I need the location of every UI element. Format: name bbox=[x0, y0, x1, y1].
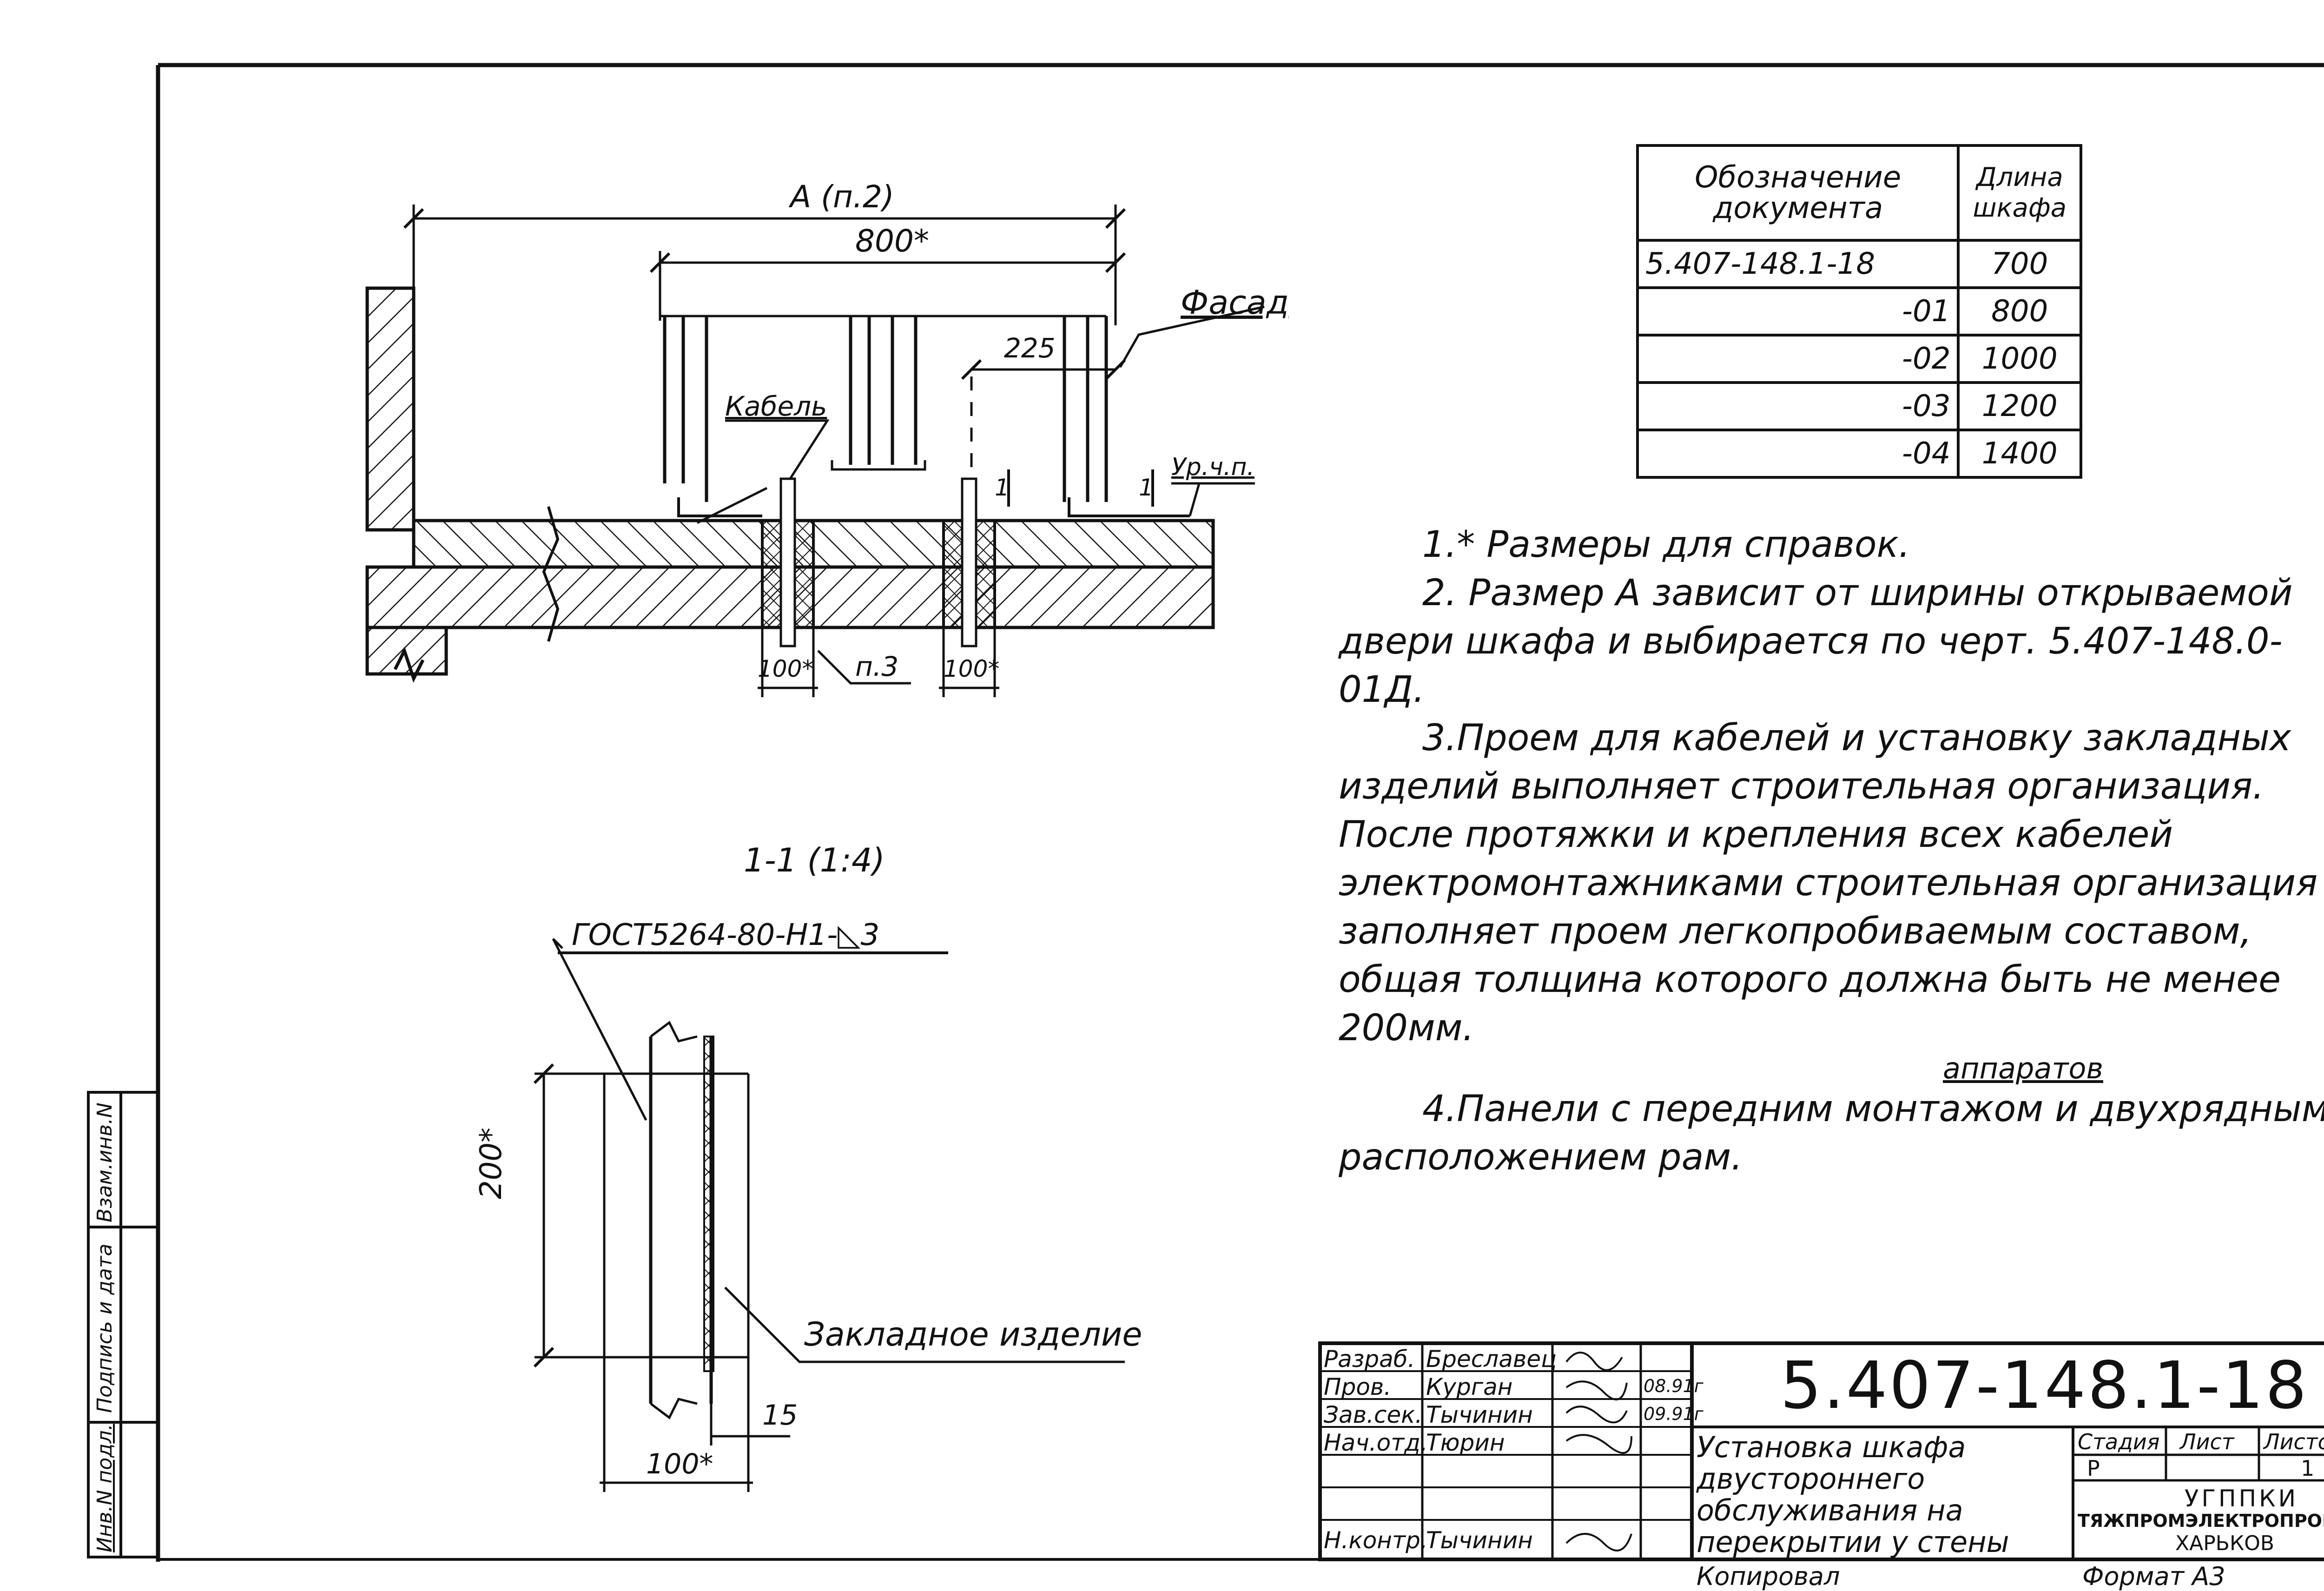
row-designation: 5.407-148.1-18 bbox=[1636, 239, 1960, 289]
dim-100-left-label: 100* bbox=[758, 655, 814, 682]
doc-code: 5.407-148.1-18 bbox=[1780, 1348, 2309, 1424]
org-line-1: УГППКИ bbox=[2185, 1485, 2299, 1512]
sheet-label: Лист bbox=[2180, 1429, 2234, 1454]
name-1: Курган bbox=[1426, 1373, 1513, 1400]
table-row: -01 800 bbox=[1636, 286, 2082, 337]
plan-view bbox=[365, 205, 1265, 697]
floor-level-label: Ур.ч.п. bbox=[1171, 453, 1255, 481]
facade-label: Фасад bbox=[1181, 284, 1289, 322]
stage-label: Стадия bbox=[2078, 1429, 2160, 1454]
side-stamp-frame bbox=[87, 1091, 159, 1558]
sheets-value: 1 bbox=[2301, 1456, 2315, 1481]
dim-100-section-label: 100* bbox=[646, 1448, 713, 1480]
table-row: -03 1200 bbox=[1636, 381, 2082, 431]
row-designation: -02 bbox=[1636, 334, 1960, 384]
row-length: 1400 bbox=[1957, 429, 2082, 479]
name-6: Тычинин bbox=[1426, 1527, 1533, 1554]
dim-a-label: А (п.2) bbox=[790, 179, 894, 215]
weld-note: ГОСТ5264-80-Н1-◺3 bbox=[572, 918, 880, 952]
embedded-part-label: Закладное изделие bbox=[804, 1315, 1142, 1353]
name-0: Бреславец bbox=[1426, 1346, 1557, 1373]
role-6: Н.контр. bbox=[1324, 1527, 1428, 1554]
role-2: Зав.сек. bbox=[1324, 1401, 1423, 1428]
row-length: 700 bbox=[1957, 239, 2082, 289]
note-3: 3.Проем для кабелей и установку закладны… bbox=[1339, 717, 2318, 1049]
note-4: 4.Панели с передним монтажом и двухрядны… bbox=[1339, 1088, 2324, 1178]
footer-format: Формат А3 bbox=[2082, 1562, 2225, 1591]
cut-mark-left: 1 bbox=[995, 474, 1010, 501]
p3-label: п.3 bbox=[855, 651, 899, 682]
footer-copied: Копировал bbox=[1697, 1562, 1840, 1591]
title-block-frame bbox=[1318, 1341, 2324, 1561]
role-3: Нач.отд. bbox=[1324, 1429, 1428, 1456]
org-line-3: ХАРЬКОВ bbox=[2175, 1532, 2275, 1555]
section-view bbox=[533, 938, 1125, 1492]
dim-15-label: 15 bbox=[762, 1399, 798, 1432]
header-designation: Обозначение документа bbox=[1636, 144, 1960, 242]
dim-225-label: 225 bbox=[1004, 332, 1056, 364]
cut-mark-right: 1 bbox=[1139, 474, 1154, 501]
name-3: Тюрин bbox=[1426, 1429, 1505, 1456]
table-row: -04 1400 bbox=[1636, 429, 2082, 479]
cable-label: Кабель bbox=[725, 390, 827, 422]
side-stamp-replace: Взам.инв.N bbox=[93, 1102, 117, 1222]
row-length: 1200 bbox=[1957, 381, 2082, 431]
table-row: -02 1000 bbox=[1636, 334, 2082, 384]
role-0: Разраб. bbox=[1324, 1346, 1415, 1373]
notes-block: 1.* Размеры для справок. 2. Размер А зав… bbox=[1339, 521, 2324, 1182]
note-1: 1.* Размеры для справок. bbox=[1422, 524, 1910, 566]
date-1: 08.91г bbox=[1644, 1376, 1703, 1396]
table-row: 5.407-148.1-18 700 bbox=[1636, 239, 2082, 289]
note-2: 2. Размер А зависит от ширины открываемо… bbox=[1339, 572, 2293, 711]
date-2: 09.91г bbox=[1644, 1404, 1703, 1424]
row-designation: -03 bbox=[1636, 381, 1960, 431]
dim-200-label: 200* bbox=[474, 1127, 508, 1199]
role-1: Пров. bbox=[1324, 1373, 1392, 1400]
header-length: Длина шкафа bbox=[1957, 144, 2082, 242]
dim-800-label: 800* bbox=[855, 223, 929, 259]
side-stamp-inv: Инв.N подл. bbox=[93, 1424, 117, 1552]
row-designation: -01 bbox=[1636, 286, 1960, 337]
note-4-insert: аппаратов bbox=[1943, 1051, 2103, 1085]
spec-table: Обозначение документа Длина шкафа 5.407-… bbox=[1636, 144, 2082, 479]
row-length: 800 bbox=[1957, 286, 2082, 337]
drawing-title: Установка шкафа двустороннего обслуживан… bbox=[1697, 1430, 2009, 1559]
sheets-label: Листов bbox=[2264, 1429, 2324, 1454]
dim-100-right-label: 100* bbox=[944, 655, 1000, 682]
name-2: Тычинин bbox=[1426, 1401, 1533, 1428]
org-line-2: ТЯЖПРОМЭЛЕКТРОПРОЕКТ bbox=[2078, 1511, 2324, 1531]
row-length: 1000 bbox=[1957, 334, 2082, 384]
section-title: 1-1 (1:4) bbox=[744, 841, 885, 879]
stage-value: Р bbox=[2087, 1456, 2100, 1481]
row-designation: -04 bbox=[1636, 429, 1960, 479]
side-stamp-sign-date: Подпись и дата bbox=[93, 1243, 117, 1413]
